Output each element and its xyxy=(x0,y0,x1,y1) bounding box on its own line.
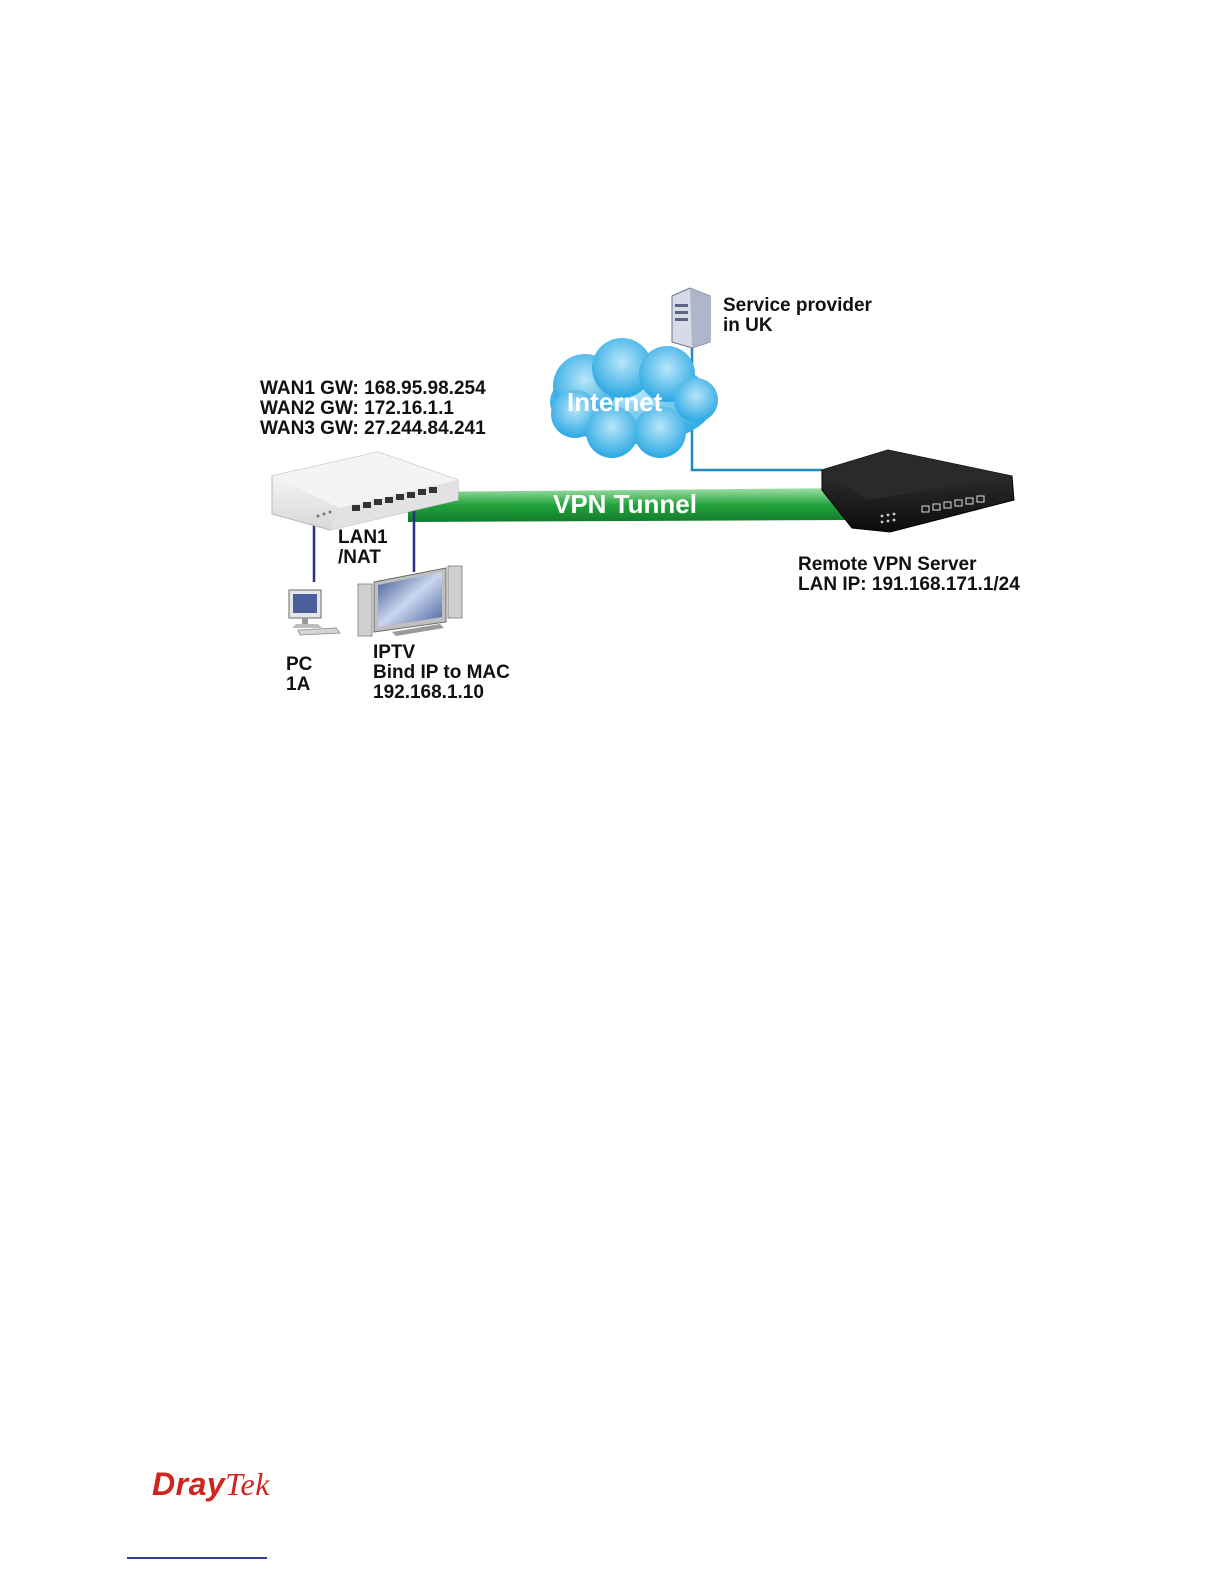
tv-icon xyxy=(358,566,462,636)
logo-part-tek: Tek xyxy=(225,1466,270,1502)
footer-rule xyxy=(127,1557,267,1559)
server-icon xyxy=(672,288,710,348)
service-provider-label: Service provider in UK xyxy=(723,296,872,336)
wan2-gateway: WAN2 GW: 172.16.1.1 xyxy=(260,399,486,419)
draytek-logo: DrayTek xyxy=(152,1466,270,1503)
lan-line-1: LAN1 xyxy=(338,528,388,548)
pc-label: PC 1A xyxy=(286,655,312,695)
service-provider-line-2: in UK xyxy=(723,316,872,336)
iptv-line-2: Bind IP to MAC xyxy=(373,663,510,683)
iptv-line-1: IPTV xyxy=(373,643,510,663)
pc-icon xyxy=(289,590,340,635)
remote-server-label: Remote VPN Server LAN IP: 191.168.171.1/… xyxy=(798,555,1020,595)
remote-router-icon xyxy=(822,450,1014,532)
wan1-gateway: WAN1 GW: 168.95.98.254 xyxy=(260,379,486,399)
iptv-line-3: 192.168.1.10 xyxy=(373,683,510,703)
internet-label: Internet xyxy=(567,388,662,416)
pc-line-2: 1A xyxy=(286,675,312,695)
remote-server-line-2: LAN IP: 191.168.171.1/24 xyxy=(798,575,1020,595)
lan-line-2: /NAT xyxy=(338,548,388,568)
wan-gateways-label: WAN1 GW: 168.95.98.254 WAN2 GW: 172.16.1… xyxy=(260,379,486,439)
vpn-tunnel-label: VPN Tunnel xyxy=(553,490,697,518)
remote-server-line-1: Remote VPN Server xyxy=(798,555,1020,575)
wan3-gateway: WAN3 GW: 27.244.84.241 xyxy=(260,419,486,439)
iptv-label: IPTV Bind IP to MAC 192.168.1.10 xyxy=(373,643,510,703)
logo-part-dray: Dray xyxy=(152,1466,225,1502)
pc-line-1: PC xyxy=(286,655,312,675)
service-provider-line-1: Service provider xyxy=(723,296,872,316)
lan-label: LAN1 /NAT xyxy=(338,528,388,568)
